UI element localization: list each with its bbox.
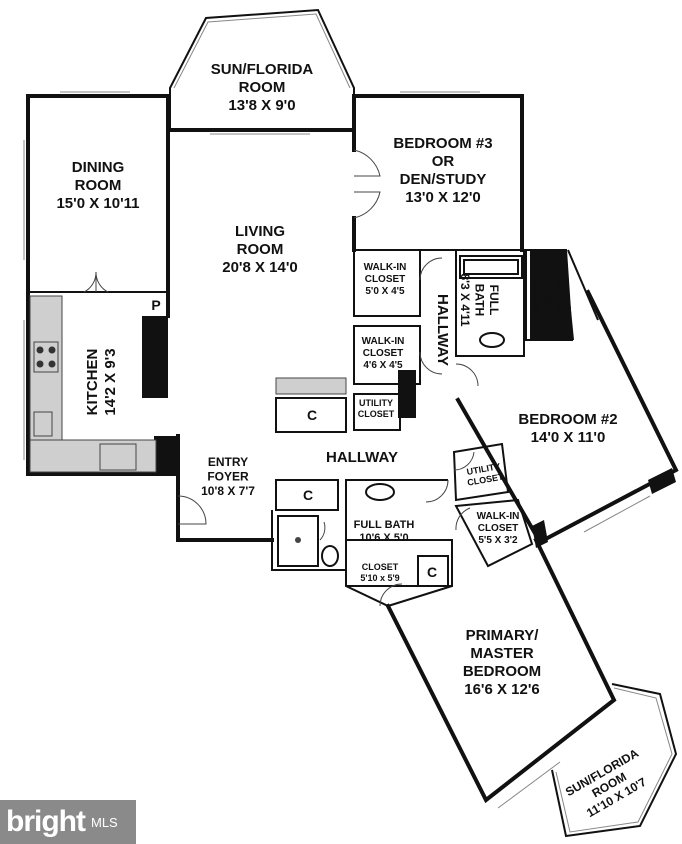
- room-label-full-bath-1: FULLBATH8'3 X 4'11: [458, 273, 501, 326]
- room-label-kitchen: KITCHEN14'2 X 9'3: [84, 348, 119, 415]
- windows: [23, 91, 651, 809]
- room-label-sun-florida-bottom: SUN/FLORIDAROOM11'10 X 10'7: [563, 746, 656, 824]
- kitchen-fixtures: [29, 295, 347, 473]
- wall-blocks: [142, 250, 676, 548]
- closet-marker: C: [427, 564, 437, 580]
- walls: [26, 8, 679, 838]
- room-label-hallway: HALLWAY: [326, 449, 398, 466]
- closet-marker: C: [303, 487, 313, 503]
- room-label-utility-closet-2: UTILITYCLOSET: [465, 461, 505, 488]
- watermark-suffix: MLS: [90, 814, 118, 830]
- pantry-marker: P: [151, 297, 160, 313]
- closet-marker: C: [307, 407, 317, 423]
- doors: [83, 149, 479, 607]
- room-label-walkin-closet-3: WALK-INCLOSET5'4 X 5'4: [531, 277, 563, 316]
- bright-mls-logo: bright MLS: [0, 800, 136, 844]
- watermark-brand: bright: [6, 805, 86, 838]
- bath-fixtures: [277, 255, 523, 567]
- room-label-hallway-vertical: HALLWAY: [434, 294, 451, 366]
